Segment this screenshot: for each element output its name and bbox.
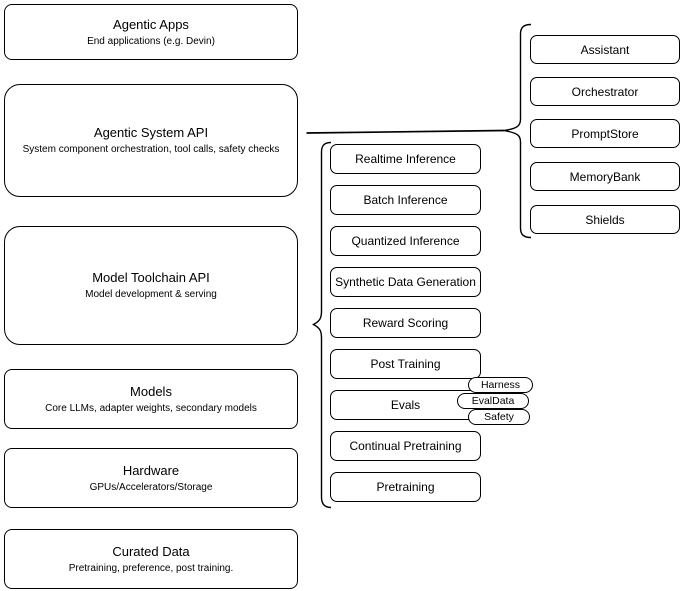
node-subtitle: Pretraining, preference, post training. [68, 562, 234, 574]
node-title: Model Toolchain API [92, 270, 210, 285]
node-evals: Evals [330, 390, 481, 420]
node-title: Agentic System API [93, 125, 209, 140]
node-hardware: Hardware GPUs/Accelerators/Storage [4, 448, 298, 508]
node-title: Agentic Apps [113, 16, 189, 32]
node-shields: Shields [530, 205, 680, 234]
node-realtime-inference: Realtime Inference [330, 144, 481, 174]
node-agentic-system-api: Agentic System API System component orch… [4, 84, 298, 197]
node-subtitle: Core LLMs, adapter weights, secondary mo… [45, 402, 257, 414]
node-assistant: Assistant [530, 35, 680, 64]
node-title: Curated Data [112, 543, 190, 559]
node-subtitle: GPUs/Accelerators/Storage [89, 481, 213, 493]
tag-safety: Safety [468, 409, 530, 425]
node-model-toolchain-api: Model Toolchain API Model development & … [4, 226, 298, 345]
node-continual-pretraining: Continual Pretraining [330, 431, 481, 461]
node-synthetic-data-generation: Synthetic Data Generation [330, 267, 481, 297]
node-quantized-inference: Quantized Inference [330, 226, 481, 256]
brace-toolchain-services [312, 141, 332, 509]
node-pretraining: Pretraining [330, 472, 481, 502]
node-subtitle: System component orchestration, tool cal… [22, 144, 280, 155]
connector-system-api-to-components [306, 129, 505, 134]
brace-system-components [503, 23, 532, 239]
node-post-training: Post Training [330, 349, 481, 379]
node-subtitle: Model development & serving [85, 289, 217, 300]
node-promptstore: PromptStore [530, 119, 680, 148]
node-subtitle: End applications (e.g. Devin) [87, 35, 215, 47]
node-curated-data: Curated Data Pretraining, preference, po… [4, 529, 298, 589]
node-orchestrator: Orchestrator [530, 77, 680, 106]
node-title: Hardware [122, 462, 180, 478]
node-models: Models Core LLMs, adapter weights, secon… [4, 369, 298, 429]
node-memorybank: MemoryBank [530, 162, 680, 191]
tag-harness: Harness [468, 377, 533, 393]
node-agentic-apps: Agentic Apps End applications (e.g. Devi… [4, 4, 298, 60]
node-batch-inference: Batch Inference [330, 185, 481, 215]
node-title: Models [130, 383, 172, 399]
tag-evaldata: EvalData [457, 393, 529, 409]
node-reward-scoring: Reward Scoring [330, 308, 481, 338]
